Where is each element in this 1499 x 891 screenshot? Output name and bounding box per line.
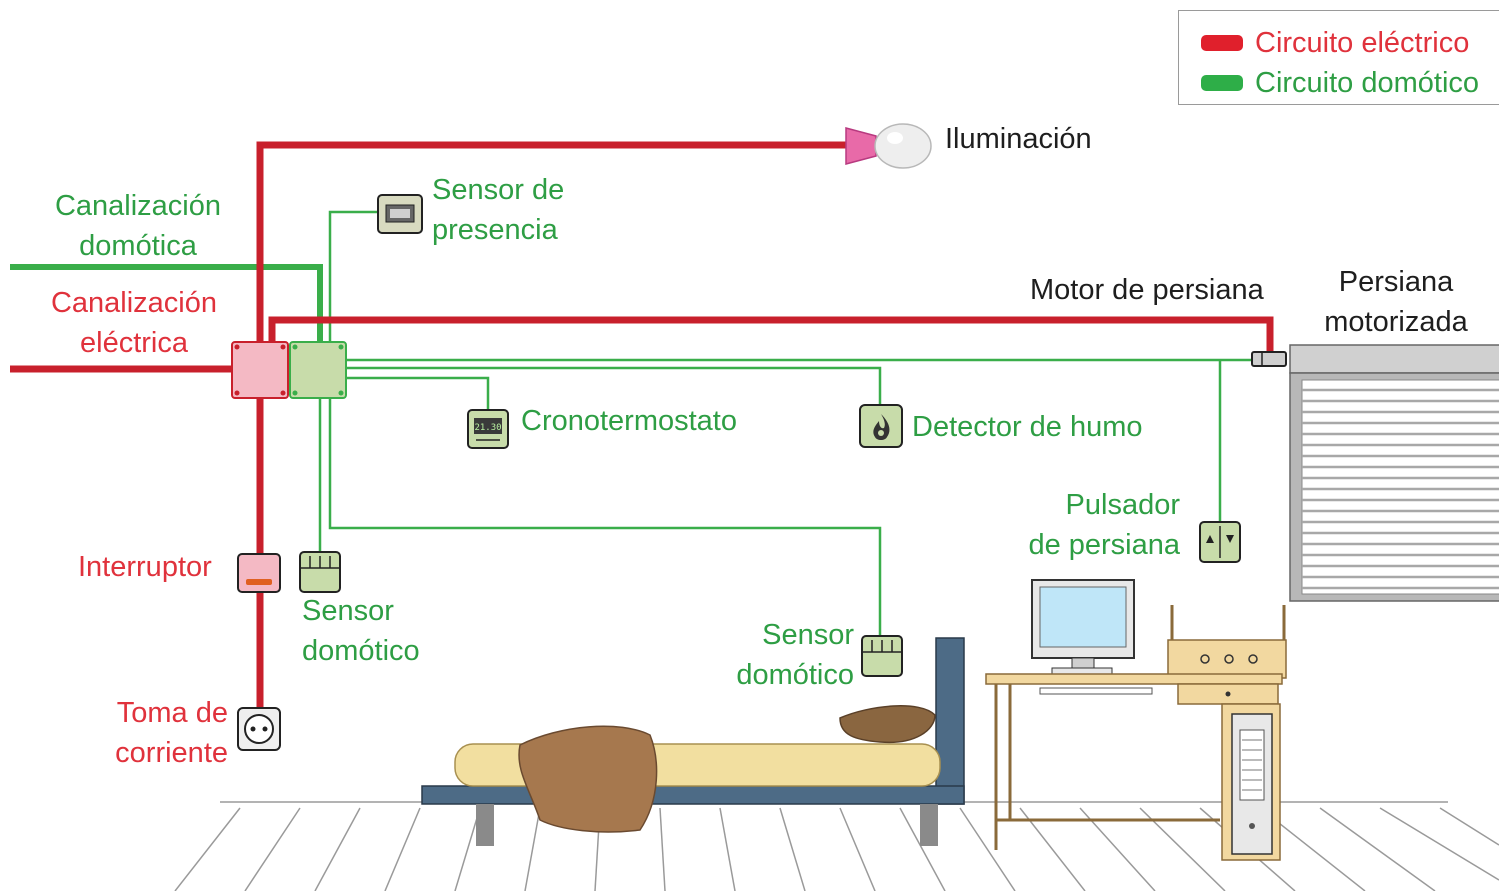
label-sensor-domotico-1: Sensor domótico [302,591,420,671]
label-line: domótica [79,230,197,262]
label-line: corriente [115,737,228,769]
label-pulsador-persiana: Pulsador de persiana [990,485,1180,565]
legend-item-electric: Circuito eléctrico [1201,25,1469,61]
label-cronotermostato: Cronotermostato [521,405,737,437]
floor [174,801,1499,891]
smoke-detector-icon [859,404,903,448]
label-line: Toma de [116,697,228,729]
electric-wiring [10,141,1274,708]
label-line: Persiana [1338,266,1454,298]
desk-with-computer-icon [985,579,1287,861]
presence-sensor-icon [377,194,423,234]
legend-label-domotic: Circuito domótico [1255,66,1480,99]
light-switch-icon [237,553,281,593]
label-detector-humo: Detector de humo [912,411,1143,443]
label-canalizacion-electrica: Canalización eléctrica [36,283,232,363]
label-line: Canalización [50,287,218,319]
label-line: Pulsador [1065,489,1180,521]
light-bulb-icon [845,123,932,169]
label-line: motorizada [1324,306,1468,338]
bed-icon [421,637,965,846]
domotic-sensor-icon [861,635,903,677]
domotic-sensor-icon [299,551,341,593]
legend-item-domotic: Circuito domótico [1201,65,1479,101]
legend-swatch-green [1201,75,1243,91]
legend-label-electric: Circuito eléctrico [1255,26,1470,59]
label-canalizacion-domotica: Canalización domótica [40,186,236,266]
label-persiana-motorizada: Persiana motorizada [1312,262,1480,342]
domotic-junction-box [289,341,347,399]
label-line: Sensor [302,595,394,627]
blind-motor-icon [1251,351,1287,367]
power-outlet-icon [237,707,281,751]
label-interruptor: Interruptor [78,551,212,583]
label-line: eléctrica [80,327,188,359]
electric-junction-box [231,341,289,399]
label-line: presencia [432,214,558,246]
thermostat-display-text: 21.30 [474,423,501,433]
label-iluminacion: Iluminación [945,123,1092,155]
label-line: Sensor [762,619,854,651]
blind-push-button-icon [1199,521,1241,563]
legend-swatch-red [1201,35,1243,51]
label-line: Canalización [54,190,222,222]
label-sensor-presencia: Sensor de presencia [432,170,564,250]
motorized-blind-icon [1289,344,1499,602]
legend: Circuito eléctrico Circuito domótico [1178,10,1499,105]
label-line: domótico [302,635,420,667]
label-toma-corriente: Toma de corriente [70,693,228,773]
label-sensor-domotico-2: Sensor domótico [700,615,854,695]
label-line: Sensor de [432,174,565,206]
label-motor-persiana: Motor de persiana [1030,274,1264,306]
label-line: domótico [736,659,854,691]
chronothermostat-icon: 21.30 [467,409,509,449]
domotic-wiring [318,210,1252,636]
label-line: de persiana [1028,529,1180,561]
